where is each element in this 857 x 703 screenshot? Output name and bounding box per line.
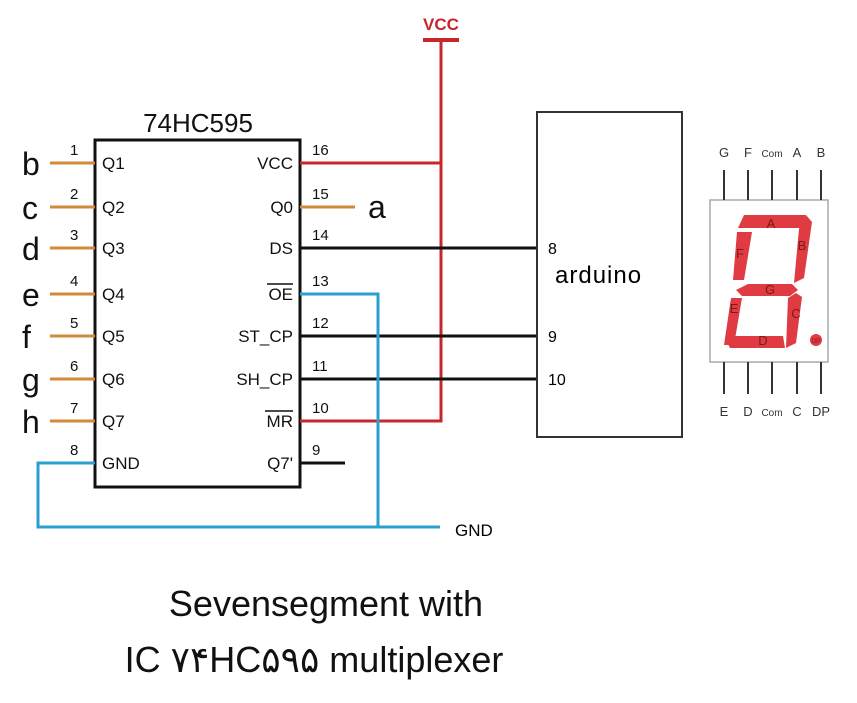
vcc-net: VCC bbox=[300, 15, 459, 423]
segment-label: b bbox=[22, 146, 40, 182]
seg-label-d: D bbox=[758, 333, 767, 348]
pin-label: GND bbox=[102, 454, 140, 473]
caption-line-1: Sevensegment with bbox=[169, 583, 483, 624]
arduino-label: arduino bbox=[555, 262, 642, 289]
display-pin-label: B bbox=[817, 145, 826, 160]
gnd-net bbox=[36, 292, 440, 529]
arduino-box bbox=[536, 111, 683, 438]
pin-number: 3 bbox=[70, 227, 78, 244]
pin-label: Q5 bbox=[102, 327, 125, 346]
seg-label-f: F bbox=[736, 246, 744, 261]
display-pin-label: D bbox=[743, 404, 752, 419]
display-pin-label: Com bbox=[761, 149, 782, 160]
pin-number: 1 bbox=[70, 142, 78, 159]
display-pin-label: F bbox=[744, 145, 752, 160]
caption-line-2: IC ۷۴HC۵۹۵ multiplexer bbox=[125, 639, 504, 680]
pin-label: Q1 bbox=[102, 154, 125, 173]
pin-number: 16 bbox=[312, 142, 329, 159]
segment-label: c bbox=[22, 190, 38, 226]
display-pin-label: E bbox=[720, 404, 729, 419]
pin-label: MR bbox=[267, 412, 293, 431]
pin-label: Q0 bbox=[270, 198, 293, 217]
segment-label: g bbox=[22, 362, 40, 398]
arduino-pin-8: 8 bbox=[548, 241, 557, 258]
pin-number: 7 bbox=[70, 400, 78, 417]
pin-label: Q7 bbox=[102, 412, 125, 431]
segment-d bbox=[726, 336, 785, 348]
pin-number: 2 bbox=[70, 186, 78, 203]
arduino-pin-9: 9 bbox=[548, 329, 557, 346]
display-pin-label: C bbox=[792, 404, 801, 419]
display-pin-label: DP bbox=[812, 404, 830, 419]
seg-label-a: A bbox=[767, 216, 776, 231]
gnd-label: GND bbox=[455, 521, 493, 540]
segment-b bbox=[794, 215, 812, 283]
pin-label: Q6 bbox=[102, 370, 125, 389]
seg-label-e: E bbox=[730, 301, 739, 316]
pin-number: 6 bbox=[70, 358, 78, 375]
pin-label: OE bbox=[268, 285, 293, 304]
ic-name: 74HC595 bbox=[143, 108, 253, 138]
segment-label: d bbox=[22, 231, 40, 267]
pin-number: 10 bbox=[312, 400, 329, 417]
pin-number: 11 bbox=[312, 358, 328, 375]
ic-body bbox=[93, 138, 302, 489]
pin-label: ST_CP bbox=[238, 327, 293, 346]
pin-label: VCC bbox=[257, 154, 293, 173]
pin-number: 9 bbox=[312, 442, 320, 459]
segment-label: f bbox=[22, 319, 31, 355]
seg-label-b: B bbox=[798, 238, 807, 253]
pin-number: 8 bbox=[70, 442, 78, 459]
pin-number: 5 bbox=[70, 315, 78, 332]
pin-label: Q4 bbox=[102, 285, 125, 304]
segment-a-label: a bbox=[368, 189, 386, 225]
seg-label-dp: DP bbox=[812, 339, 820, 345]
seg-label-c: C bbox=[791, 306, 800, 321]
pin-number: 15 bbox=[312, 186, 329, 203]
segment-f bbox=[733, 232, 752, 280]
pin-number: 4 bbox=[70, 273, 78, 290]
pin-number: 13 bbox=[312, 273, 329, 290]
segment-a bbox=[738, 215, 806, 228]
segment-label: h bbox=[22, 404, 40, 440]
signal-wires bbox=[300, 246, 540, 465]
segment-dp bbox=[810, 334, 822, 346]
pin-label: Q3 bbox=[102, 239, 125, 258]
segment-e bbox=[724, 298, 742, 345]
pin-number: 12 bbox=[312, 315, 329, 332]
vcc-label: VCC bbox=[423, 15, 459, 34]
pin-label: Q7' bbox=[267, 454, 293, 473]
pin-label: Q2 bbox=[102, 198, 125, 217]
arduino-pin-10: 10 bbox=[548, 372, 566, 389]
seg-label-g: G bbox=[765, 282, 775, 297]
pin-number: 14 bbox=[312, 227, 329, 244]
display-pin-label: A bbox=[793, 145, 802, 160]
pin-label: SH_CP bbox=[236, 370, 293, 389]
segment-g bbox=[736, 284, 798, 296]
segment-c bbox=[786, 293, 802, 348]
display-pin-label: G bbox=[719, 145, 729, 160]
display-pin-label: Com bbox=[761, 408, 782, 419]
pin-label: DS bbox=[269, 239, 293, 258]
segment-label: e bbox=[22, 277, 40, 313]
